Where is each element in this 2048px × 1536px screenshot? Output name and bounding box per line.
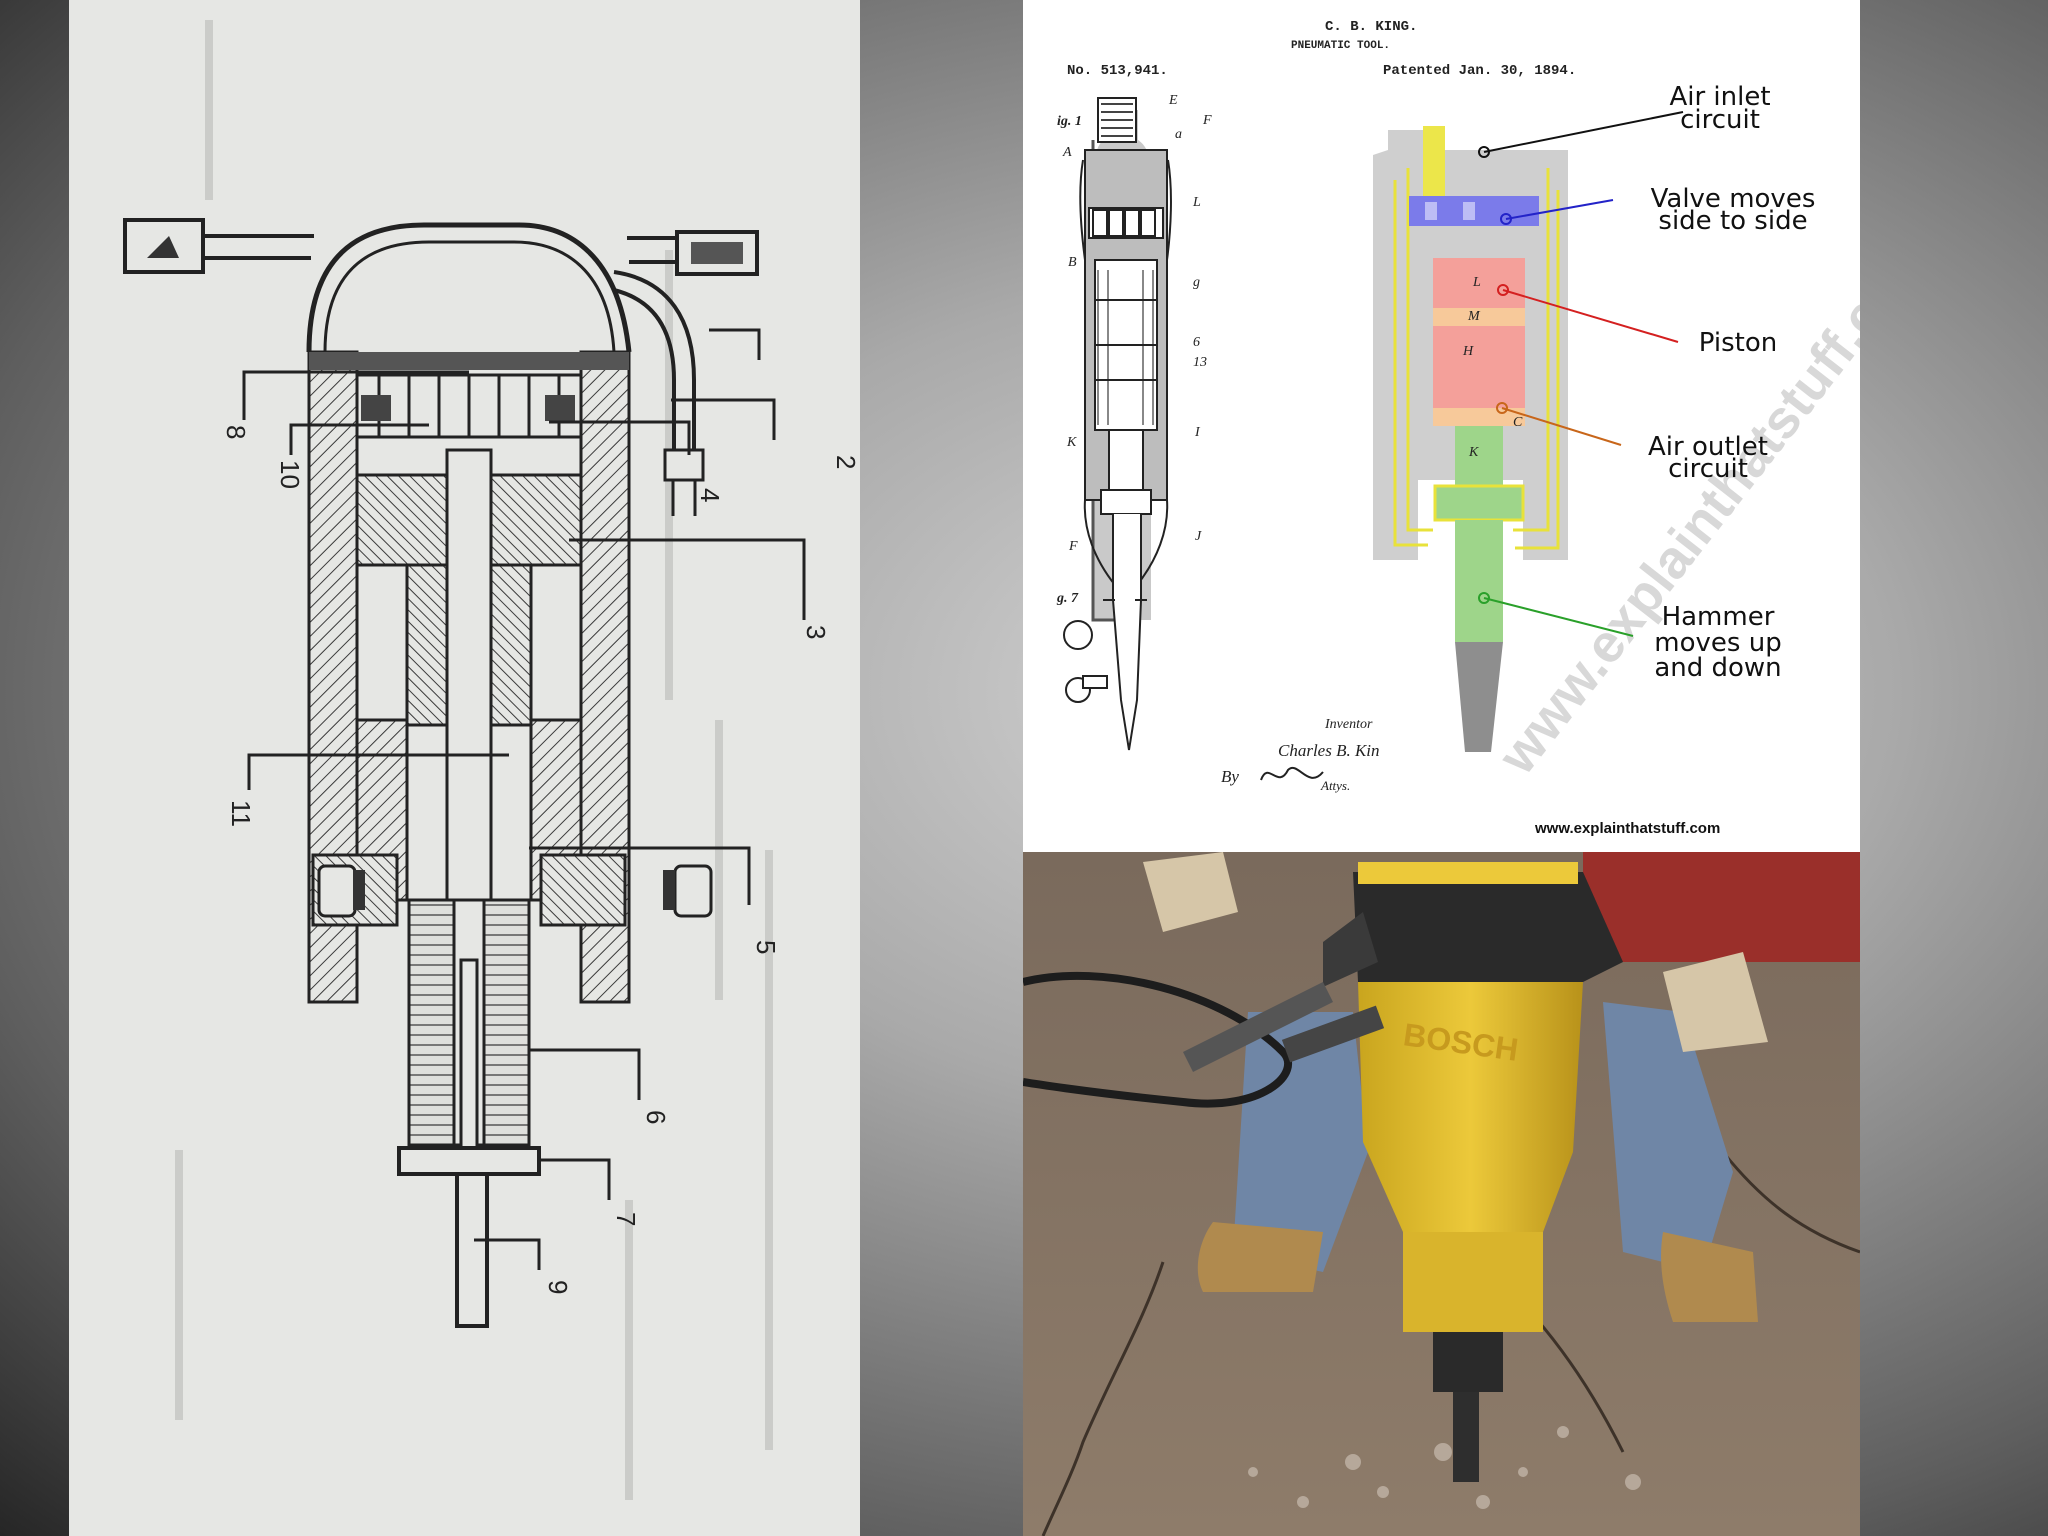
patent-fig1-drawing (1063, 97, 1172, 751)
letter-J: J (1195, 529, 1202, 544)
jackhammer-photo: BOSCH (1023, 852, 1860, 1536)
callout-air-inlet-line1: Air inlet (1669, 82, 1770, 112)
callout-air-inlet-line2: circuit (1680, 105, 1760, 135)
patent-date: Patented Jan. 30, 1894. (1383, 63, 1576, 79)
letter-I: I (1194, 425, 1201, 440)
letter-F-lower: F (1068, 539, 1078, 554)
patent-number: No. 513,941. (1067, 63, 1168, 79)
part-number-10: 10 (275, 460, 305, 489)
callout-valve-line2: side to side (1658, 206, 1807, 236)
label-13: 13 (1193, 355, 1207, 370)
by-label: By (1221, 767, 1239, 786)
patent-inventor-header: C. B. KING. (1325, 19, 1417, 35)
part-number-7: 7 (611, 1212, 641, 1226)
letter-A: A (1062, 145, 1072, 160)
callout-hammer-line1: Hammer (1662, 602, 1775, 632)
letter-K: K (1066, 435, 1077, 450)
part-number-4: 4 (695, 488, 725, 502)
part-number-9: 9 (543, 1280, 573, 1294)
callout-valve-line1: Valve moves (1651, 184, 1816, 214)
attys-label: Attys. (1320, 778, 1350, 793)
callout-hammer-line3: and down (1654, 653, 1781, 683)
part-number-11: 11 (226, 800, 256, 827)
patent-drawing: C. B. KING. PNEUMATIC TOOL. No. 513,941.… (1056, 19, 1860, 837)
callout-air-outlet-line1: Air outlet (1648, 432, 1768, 462)
annotated-section: L M H C K (1373, 126, 1568, 752)
callout-hammer-line2: moves up (1654, 628, 1781, 658)
letter-E: E (1168, 93, 1178, 108)
letter-B: B (1068, 255, 1077, 270)
part-number-8: 8 (221, 425, 251, 439)
letter-K-colored: K (1468, 445, 1479, 460)
letter-M-colored: M (1467, 309, 1481, 324)
website-credit: www.explainthatstuff.com (1534, 820, 1720, 837)
letter-H-colored: H (1462, 344, 1474, 359)
inventor-caption: Inventor (1324, 717, 1373, 732)
label-6: 6 (1193, 335, 1200, 350)
fig7-label: g. 7 (1056, 591, 1079, 606)
jackhammer-illustration: BOSCH (1023, 852, 1860, 1536)
patent-tool-header: PNEUMATIC TOOL. (1291, 40, 1390, 52)
attorney-signature-scribble (1260, 767, 1324, 781)
letter-g: g (1193, 275, 1200, 290)
fig1-label: ig. 1 (1057, 114, 1082, 129)
patent-diagram: C. B. KING. PNEUMATIC TOOL. No. 513,941.… (1023, 0, 1860, 852)
letter-F: F (1202, 113, 1212, 128)
part-number-2: 2 (831, 455, 860, 469)
letter-L: L (1192, 195, 1201, 210)
part-number-6: 6 (641, 1110, 671, 1124)
scanned-hammer-diagram: 1 2 3 4 5 6 7 8 9 10 11 (69, 0, 860, 1536)
letter-a: a (1175, 127, 1182, 142)
letter-L-colored: L (1472, 275, 1481, 290)
scan-drawing: 1 2 3 4 5 6 7 8 9 10 11 (123, 20, 860, 1500)
callout-piston: Piston (1699, 328, 1777, 358)
letter-C-colored: C (1513, 415, 1523, 430)
callout-air-outlet-line2: circuit (1668, 454, 1748, 484)
part-number-3: 3 (801, 625, 831, 639)
part-number-5: 5 (751, 940, 781, 954)
inventor-signature: Charles B. Kin (1278, 741, 1380, 760)
